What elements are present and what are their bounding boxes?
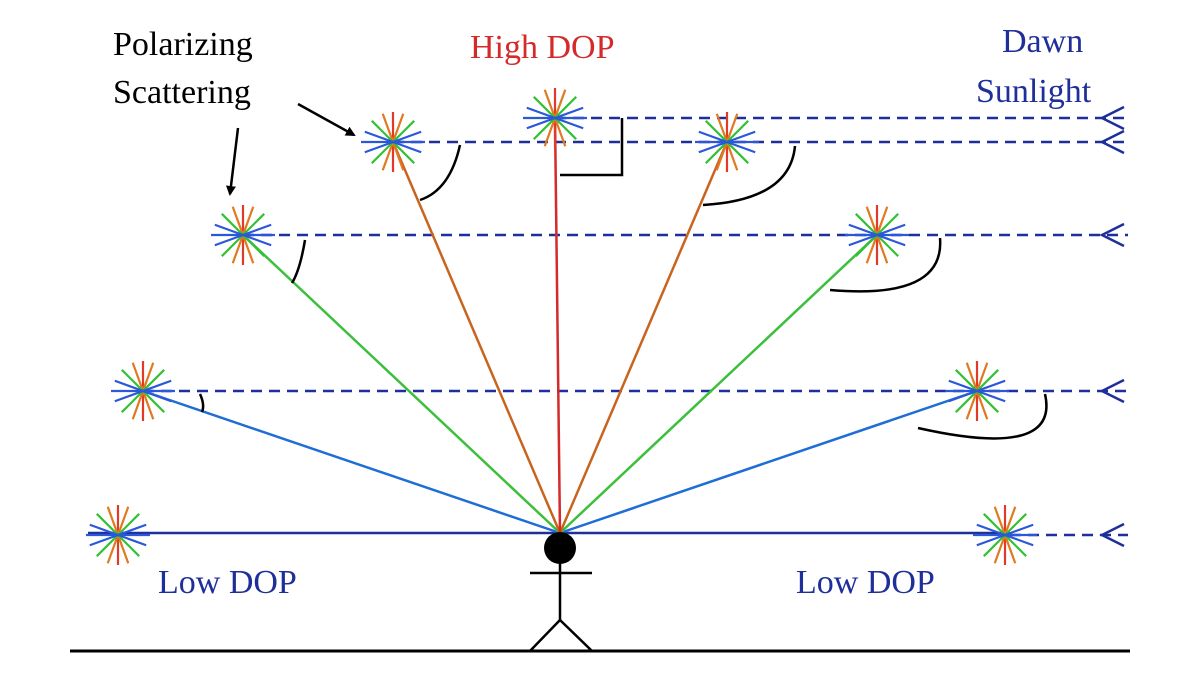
sunlight-arrow-icon-1 xyxy=(1099,105,1125,131)
scattering-angle-arcs xyxy=(198,144,1048,440)
right-angle-marker xyxy=(560,118,624,177)
observer-head xyxy=(544,532,576,564)
sunlight-arrow-icon-3 xyxy=(1099,222,1125,248)
view-ray-2 xyxy=(559,389,978,535)
observer-rays xyxy=(88,117,1010,535)
polarizing-label: Polarizing xyxy=(113,26,253,63)
observer-left-leg xyxy=(529,619,561,652)
sunlight-arrow-icon-4 xyxy=(1099,378,1125,404)
scatter-particle-2 xyxy=(361,112,425,172)
angle-arc-5 xyxy=(829,237,942,293)
view-ray-7 xyxy=(553,117,562,534)
dawn-sunlight-rays xyxy=(143,105,1128,548)
sunlight-arrow-icon-5 xyxy=(1099,522,1125,548)
view-ray-5 xyxy=(391,141,562,534)
dawn-label: Dawn xyxy=(1002,23,1083,60)
observer-figure xyxy=(529,532,593,652)
scattering-label: Scattering xyxy=(113,74,251,111)
scatter-particle-9 xyxy=(973,505,1037,565)
scatter-particle-4 xyxy=(211,205,275,265)
observer-right-leg xyxy=(559,619,593,652)
scatter-particle-8 xyxy=(86,505,150,565)
angle-arc-2 xyxy=(290,239,307,284)
scatter-particle-7 xyxy=(945,361,1009,421)
view-ray-6 xyxy=(558,141,729,534)
sunlight-arrow-icon-2 xyxy=(1099,129,1125,155)
angle-arc-4 xyxy=(702,145,797,207)
scattering-particles xyxy=(86,88,1037,565)
scatter-particle-3 xyxy=(695,112,759,172)
pointer-arrow-lower xyxy=(225,127,240,196)
scatter-particle-1 xyxy=(523,88,587,148)
view-ray-1 xyxy=(142,389,561,535)
angle-arc-3 xyxy=(198,393,205,413)
scatter-particle-5 xyxy=(845,205,909,265)
sunlight-label: Sunlight xyxy=(976,73,1092,110)
low-dop-left-label: Low DOP xyxy=(158,564,297,601)
angle-arc-6 xyxy=(917,393,1048,440)
angle-arc-1 xyxy=(419,144,462,202)
pointer-arrow-upper xyxy=(297,102,356,137)
view-ray-3 xyxy=(242,234,561,534)
view-ray-4 xyxy=(559,234,878,534)
high-dop-label: High DOP xyxy=(470,29,615,66)
scatter-particle-6 xyxy=(111,361,175,421)
low-dop-right-label: Low DOP xyxy=(796,564,935,601)
